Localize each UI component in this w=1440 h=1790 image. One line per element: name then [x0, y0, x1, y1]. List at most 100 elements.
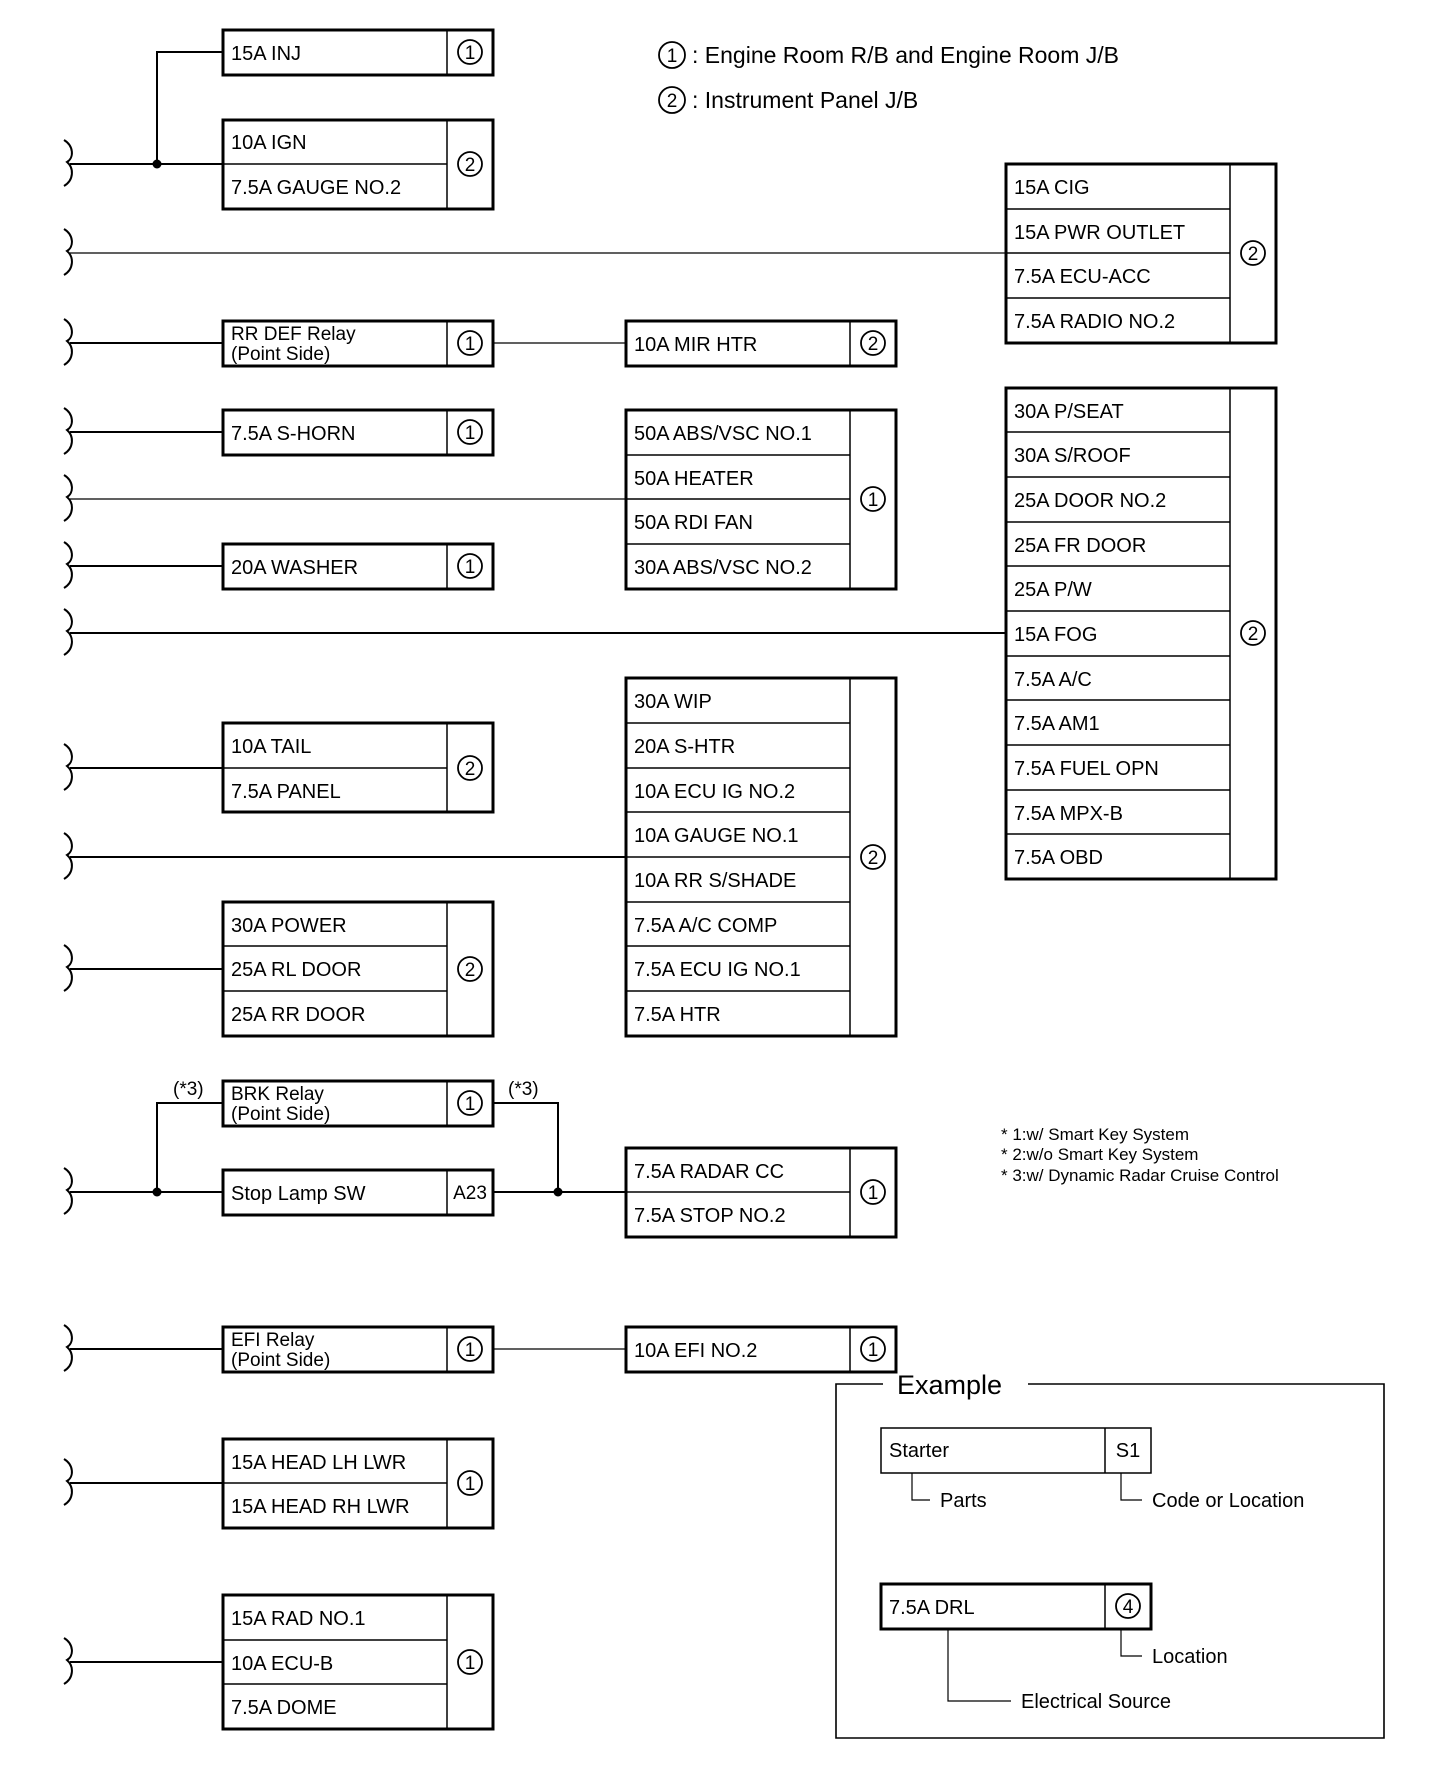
- fuse-label: 15A HEAD RH LWR: [231, 1496, 410, 1518]
- location-mark: [457, 39, 483, 65]
- fuse-group-mirhtr: 10A MIR HTR 2: [624, 319, 898, 368]
- legend-text-1: : Engine Room R/B and Engine Room J/B: [692, 42, 1119, 68]
- fuse-label: 10A ECU-B: [231, 1653, 333, 1675]
- part-code: A23: [453, 1183, 487, 1204]
- fuse-label: 20A S-HTR: [634, 736, 735, 758]
- fuse-label: 50A HEATER: [634, 468, 754, 490]
- wires: [70, 51, 1006, 1663]
- location-mark: [457, 1470, 483, 1496]
- fuse-label: 25A FR DOOR: [1014, 535, 1146, 557]
- wire-brk-out: [493, 1102, 559, 1192]
- fuse-label: 7.5A DOME: [231, 1697, 337, 1719]
- fuse-label: 7.5A GAUGE NO.2: [231, 177, 401, 199]
- part-group-stop-lamp-sw: Stop Lamp SW A23: [221, 1168, 495, 1217]
- fuse-box: [624, 319, 898, 368]
- fuse-label: 15A PWR OUTLET: [1014, 222, 1185, 244]
- relay-label: BRK Relay: [231, 1084, 324, 1105]
- wire-end-bracket: [63, 1637, 73, 1685]
- part-label: Stop Lamp SW: [231, 1183, 366, 1205]
- fuse-label: 10A TAIL: [231, 736, 311, 758]
- part-box: [221, 1168, 495, 1217]
- relay-box: [221, 1325, 495, 1374]
- fuse-label: 10A EFI NO.2: [634, 1340, 757, 1362]
- wire-end-bracket: [63, 541, 73, 589]
- fuse-label: 10A RR S/SHADE: [634, 870, 796, 892]
- fuse-label: 7.5A HTR: [634, 1004, 721, 1026]
- location-mark: [457, 1090, 483, 1116]
- wire-end-bracket: [63, 1458, 73, 1506]
- svg-text:1: 1: [465, 423, 476, 444]
- fuse-label: 20A WASHER: [231, 557, 358, 579]
- fuse-group-pseat: 30A P/SEAT 30A S/ROOF 25A DOOR NO.2 25A …: [1004, 386, 1278, 881]
- example-source-caption: Electrical Source: [1021, 1691, 1171, 1713]
- fuse-group-washer: 20A WASHER 1: [221, 542, 495, 591]
- example-source-leader: [947, 1629, 1011, 1702]
- svg-text:1: 1: [868, 490, 879, 511]
- wire-end-bracket: [63, 139, 73, 187]
- legend-mark-1: [658, 41, 686, 69]
- location-mark: [457, 330, 483, 356]
- svg-text:2: 2: [465, 960, 476, 981]
- svg-text:2: 2: [868, 334, 879, 355]
- wire-ends: [63, 139, 73, 1685]
- fuse-box: [221, 900, 495, 1038]
- location-mark: [860, 330, 886, 356]
- fuse-label: 7.5A RADAR CC: [634, 1161, 784, 1183]
- relay-group-rrdef: RR DEF Relay (Point Side) 1: [221, 319, 495, 368]
- wire-inj: [156, 51, 223, 164]
- relay-box: [221, 319, 495, 368]
- svg-text:1: 1: [465, 557, 476, 578]
- svg-text:2: 2: [667, 91, 678, 112]
- fuse-group-head: 15A HEAD LH LWR 15A HEAD RH LWR 1: [221, 1437, 495, 1530]
- fuse-group-power: 30A POWER 25A RL DOOR 25A RR DOOR 2: [221, 900, 495, 1038]
- fuse-group-ign: 10A IGN 7.5A GAUGE NO.2 2: [221, 118, 495, 211]
- fuse-label: 7.5A OBD: [1014, 847, 1103, 869]
- svg-text:4: 4: [1123, 1597, 1134, 1618]
- wire-end-bracket: [63, 832, 73, 880]
- wire-end-bracket: [63, 1324, 73, 1372]
- relay-group-brk: BRK Relay (Point Side) 1: [221, 1079, 495, 1128]
- example-parts-caption: Parts: [940, 1490, 987, 1512]
- fuse-group-radar: 7.5A RADAR CC 7.5A STOP NO.2 1: [624, 1146, 898, 1239]
- fuse-box: [221, 28, 495, 77]
- wire-end-bracket: [63, 608, 73, 656]
- svg-text:1: 1: [465, 1474, 476, 1495]
- example-code-caption: Code or Location: [1152, 1490, 1304, 1512]
- fuse-label: 7.5A ECU IG NO.1: [634, 959, 801, 981]
- footnote-2: * 2:w/o Smart Key System: [1001, 1145, 1198, 1164]
- fuse-box: [1004, 386, 1278, 881]
- svg-text:2: 2: [465, 759, 476, 780]
- fuse-label: 30A S/ROOF: [1014, 445, 1131, 467]
- svg-text:1: 1: [868, 1340, 879, 1361]
- fuse-label: 30A WIP: [634, 691, 712, 713]
- fuse-label: 30A ABS/VSC NO.2: [634, 557, 812, 579]
- location-mark: [457, 755, 483, 781]
- fuse-label: 10A MIR HTR: [634, 334, 757, 356]
- footnote-3: * 3:w/ Dynamic Radar Cruise Control: [1001, 1166, 1279, 1185]
- fuse-box: [624, 1325, 898, 1374]
- svg-text:1: 1: [465, 1340, 476, 1361]
- fuse-label: 50A RDI FAN: [634, 512, 753, 534]
- location-mark: [860, 1336, 886, 1362]
- location-mark: [457, 151, 483, 177]
- relay-label: RR DEF Relay: [231, 324, 356, 345]
- fuse-label: 10A IGN: [231, 132, 307, 154]
- location-mark: [860, 844, 886, 870]
- fuse-group-wip: 30A WIP 20A S-HTR 10A ECU IG NO.2 10A GA…: [624, 676, 898, 1038]
- wire-end-bracket: [63, 944, 73, 992]
- wire-end-bracket: [63, 318, 73, 366]
- fuse-label: 25A RR DOOR: [231, 1004, 365, 1026]
- svg-text:1: 1: [465, 334, 476, 355]
- fuse-label: 25A RL DOOR: [231, 959, 361, 981]
- legend: 1 : Engine Room R/B and Engine Room J/B …: [658, 41, 1119, 114]
- fuse-label: 30A POWER: [231, 915, 347, 937]
- svg-text:1: 1: [465, 43, 476, 64]
- fuse-label: 7.5A AM1: [1014, 713, 1100, 735]
- fuse-label: 25A DOOR NO.2: [1014, 490, 1166, 512]
- fuse-label: 25A P/W: [1014, 579, 1092, 601]
- junction-stop-left: [152, 1187, 162, 1197]
- svg-text:2: 2: [1248, 244, 1259, 265]
- svg-text:2: 2: [1248, 624, 1259, 645]
- example-location-mark: [1115, 1593, 1141, 1619]
- wire-end-bracket: [63, 1167, 73, 1215]
